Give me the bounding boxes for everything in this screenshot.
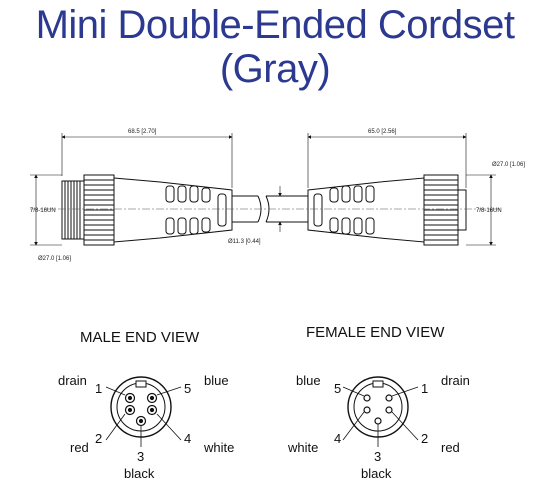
male-connector-side (61, 174, 233, 246)
male-pin2-num: 2 (95, 431, 102, 446)
female-front-face (457, 189, 467, 231)
female-grip-slots (313, 185, 375, 235)
female-connector-side (307, 174, 467, 246)
female-pin4-color: white (287, 440, 318, 455)
female-pin2-num: 2 (421, 431, 428, 446)
male-pin5-num: 5 (184, 381, 191, 396)
dim-right-diameter: Ø27.0 [1.06] (492, 162, 525, 168)
male-thread-lines (64, 181, 81, 239)
female-leader-lines (342, 386, 419, 447)
female-view-title: FEMALE END VIEW (306, 324, 445, 341)
female-pin3-num: 3 (374, 449, 381, 464)
thread-left-label: 7/8-16UN (30, 208, 56, 214)
female-pin1-num: 1 (421, 381, 428, 396)
male-pin4-color: white (203, 440, 234, 455)
female-pin5-color: blue (296, 373, 321, 388)
female-key (372, 380, 384, 388)
male-pin1-num: 1 (95, 381, 102, 396)
male-pin2-color: red (70, 440, 89, 455)
male-pin3-num: 3 (137, 449, 144, 464)
thread-right-label: 7/8-16UN (476, 208, 502, 214)
dim-right-length: 65.0 [2.56] (368, 129, 397, 135)
male-key (135, 380, 147, 388)
male-end-view (105, 376, 182, 447)
male-pin5-color: blue (204, 373, 229, 388)
male-pin4-num: 4 (184, 431, 191, 446)
dim-left-diameter: Ø27.0 [1.06] (38, 256, 71, 262)
male-knurl-lines (84, 179, 114, 241)
dimension-lines (30, 133, 496, 246)
male-grip-slots (165, 185, 227, 235)
female-pin5-num: 5 (334, 381, 341, 396)
male-pin1-color: drain (58, 373, 87, 388)
male-pins (124, 392, 158, 427)
dim-cable-diameter: Ø11.3 [0.44] (228, 239, 261, 245)
male-pin3-color: black (124, 466, 155, 481)
female-knurl-lines (424, 179, 458, 241)
male-leader-lines (105, 386, 182, 447)
male-inner-ring (116, 382, 166, 432)
dim-left-length: 68.5 [2.70] (128, 129, 157, 135)
male-view-title: MALE END VIEW (80, 329, 200, 346)
page-subtitle: (Gray) (219, 47, 331, 91)
female-end-view (342, 376, 419, 447)
page-title: Mini Double-Ended Cordset (35, 3, 515, 47)
female-pin3-color: black (361, 466, 392, 481)
male-molded-body (113, 177, 233, 243)
female-pin1-color: drain (441, 373, 470, 388)
female-pin4-num: 4 (334, 431, 341, 446)
female-sockets (363, 394, 393, 425)
female-pin2-color: red (441, 440, 460, 455)
